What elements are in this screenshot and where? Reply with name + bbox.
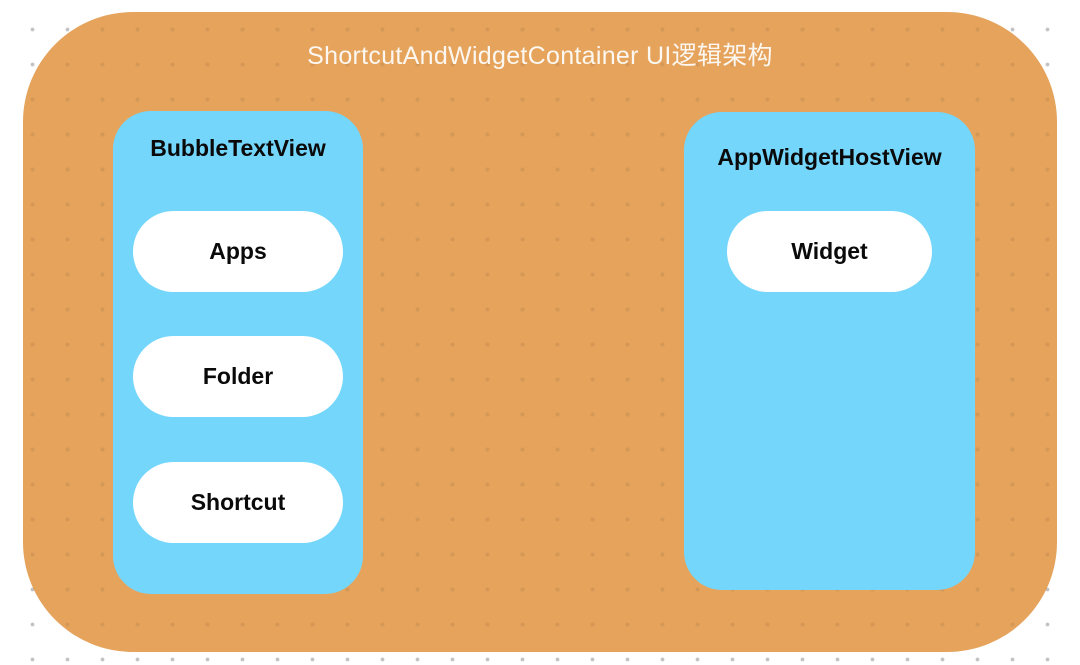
diagram-title: ShortcutAndWidgetContainer UI逻辑架构 [307, 42, 773, 70]
node-widget: Widget [727, 211, 932, 292]
node-shortcut: Shortcut [133, 462, 343, 543]
node-apps: Apps [133, 211, 343, 292]
panel-appwidgethostview-label: AppWidgetHostView [717, 144, 942, 170]
node-folder: Folder [133, 336, 343, 417]
panel-appwidgethostview: AppWidgetHostView Widget [684, 112, 975, 590]
shortcut-and-widget-container-box: ShortcutAndWidgetContainer UI逻辑架构 Bubble… [23, 12, 1057, 652]
panel-bubbletextview-label: BubbleTextView [150, 135, 326, 161]
panel-bubbletextview: BubbleTextView Apps Folder Shortcut [113, 111, 363, 594]
